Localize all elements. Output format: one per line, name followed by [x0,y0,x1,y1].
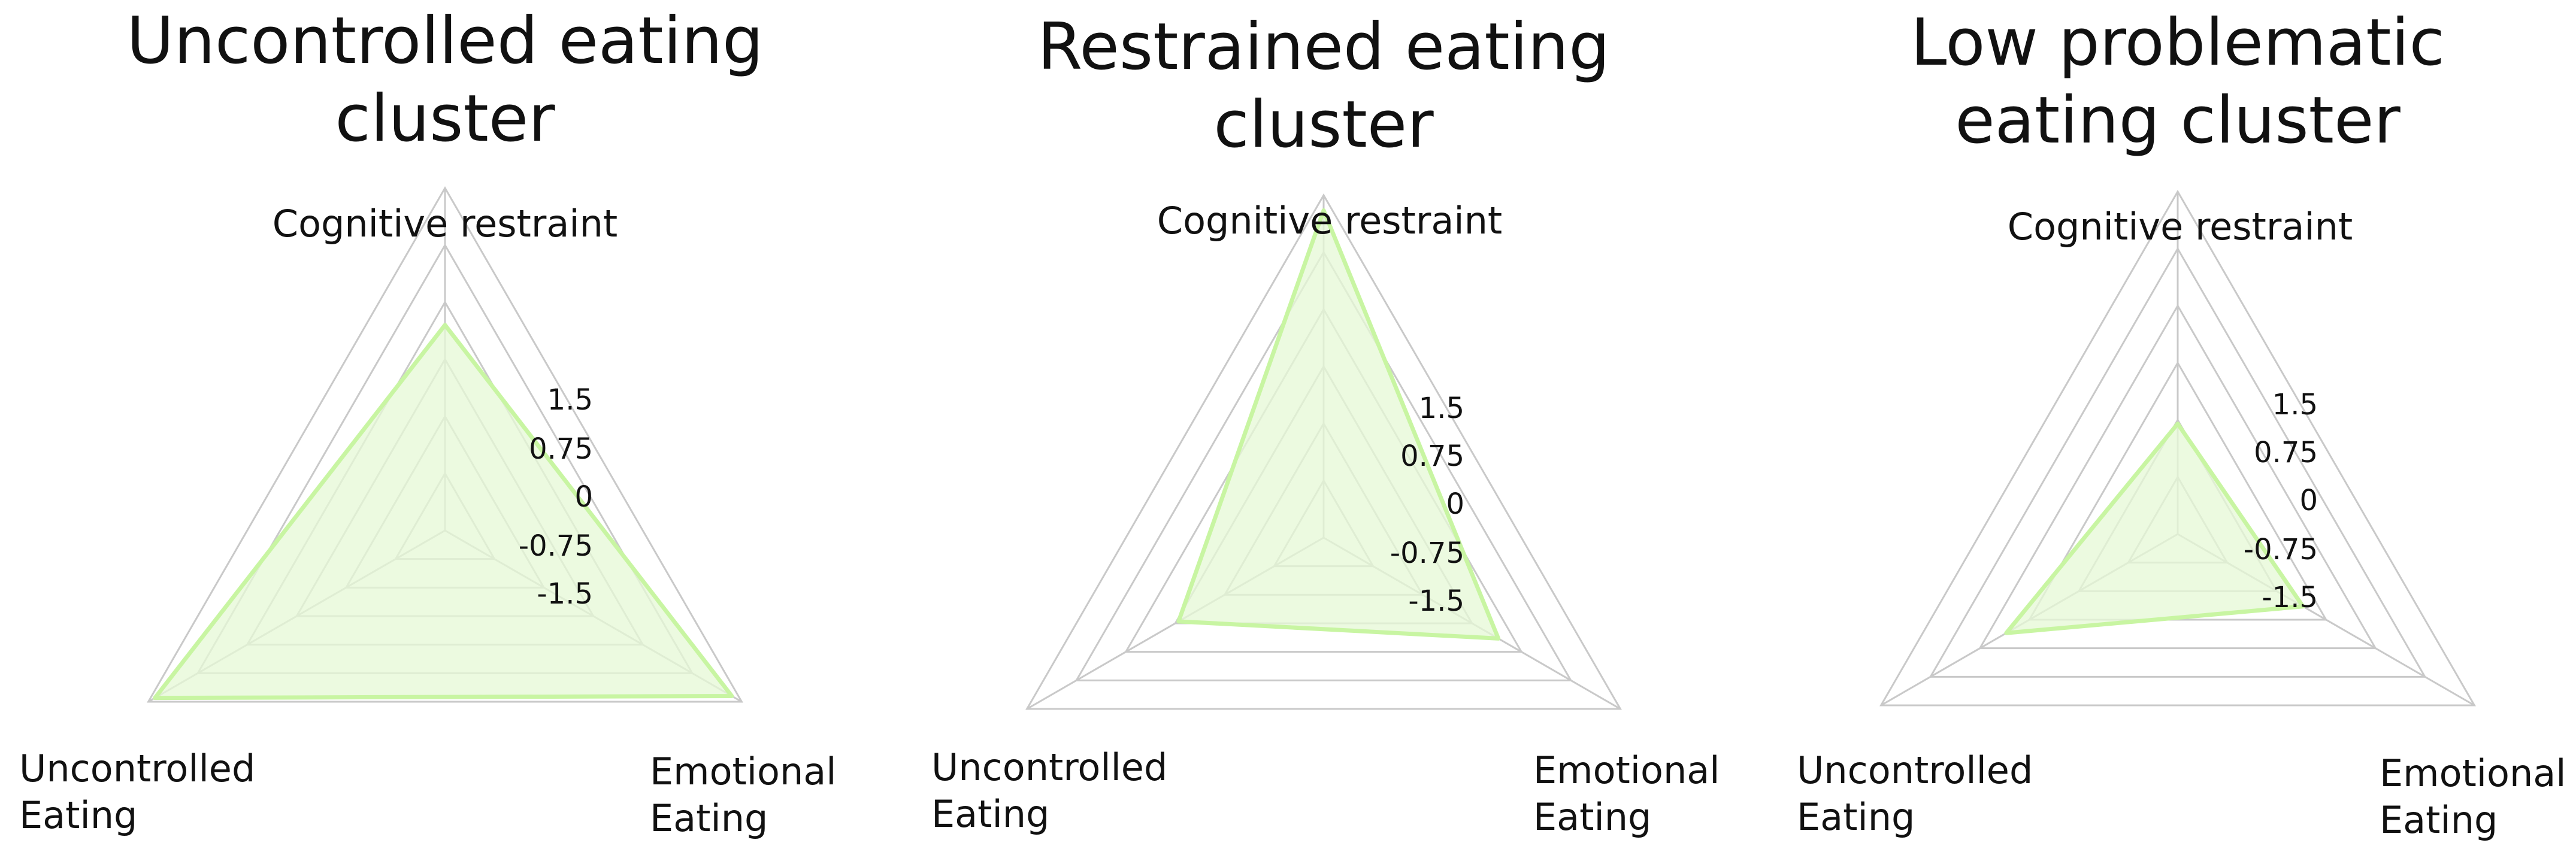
r-tick-label: 0.75 [2254,436,2318,469]
axis-label-line: Emotional [1533,748,1720,792]
series-area [2004,422,2305,635]
r-tick-label: -0.75 [1390,536,1464,570]
grid-ring [1978,304,2377,650]
r-tick-label: 0 [1446,487,1464,521]
axis-label: Cognitive restraint [273,202,617,245]
series-area [1176,208,1501,641]
axis-label-line: Eating [650,796,768,840]
r-tick-label: 0.75 [529,432,593,466]
axis-label-line: Eating [1797,795,1915,839]
chart-title-line: cluster [335,81,555,156]
r-tick-label: -0.75 [519,529,593,563]
axis-label: Cognitive restraint [1157,199,1502,242]
r-tick-label: 0.75 [1400,439,1464,473]
grid-ring [1074,250,1573,681]
chart-title-line: cluster [1213,87,1434,162]
r-tick-label: 1.5 [1419,392,1464,425]
axis-label-line: Cognitive restraint [2008,205,2353,248]
series-area [153,323,734,701]
axis-label-line: Eating [1533,795,1651,839]
axis-label-line: Uncontrolled [19,747,255,790]
axis-label-line: Eating [19,793,137,837]
axis-label-line: Emotional [2380,751,2566,795]
axis-label-line: Eating [931,792,1049,836]
axis-label-line: Cognitive restraint [1157,199,1502,242]
r-tick-label: 0 [574,480,593,514]
r-tick-label: 1.5 [547,383,593,417]
chart-title-line: Low problematic [1911,5,2445,80]
grid-ring [147,186,743,703]
axis-label-line: Cognitive restraint [273,202,617,245]
r-tick-label: 1.5 [2272,388,2318,422]
axis-label-line: Uncontrolled [931,745,1167,789]
grid-ring [1879,190,2476,707]
chart-title-line: eating cluster [1955,83,2401,158]
chart-title-line: Uncontrolled eating [126,4,763,78]
r-tick-label: -1.5 [1408,584,1464,618]
grid-ring [1025,193,1622,710]
axis-label: Cognitive restraint [2008,205,2353,248]
r-tick-label: -0.75 [2244,533,2318,566]
chart-title-line: Restrained eating [1037,10,1610,84]
axis-label-line: Uncontrolled [1797,748,2033,792]
r-tick-label: -1.5 [2262,581,2318,614]
r-tick-label: -1.5 [537,577,593,611]
axis-label-line: Eating [2380,798,2498,842]
r-tick-label: 0 [2299,484,2318,517]
grid-ring [1929,247,2427,678]
axis-label-line: Emotional [650,750,836,793]
